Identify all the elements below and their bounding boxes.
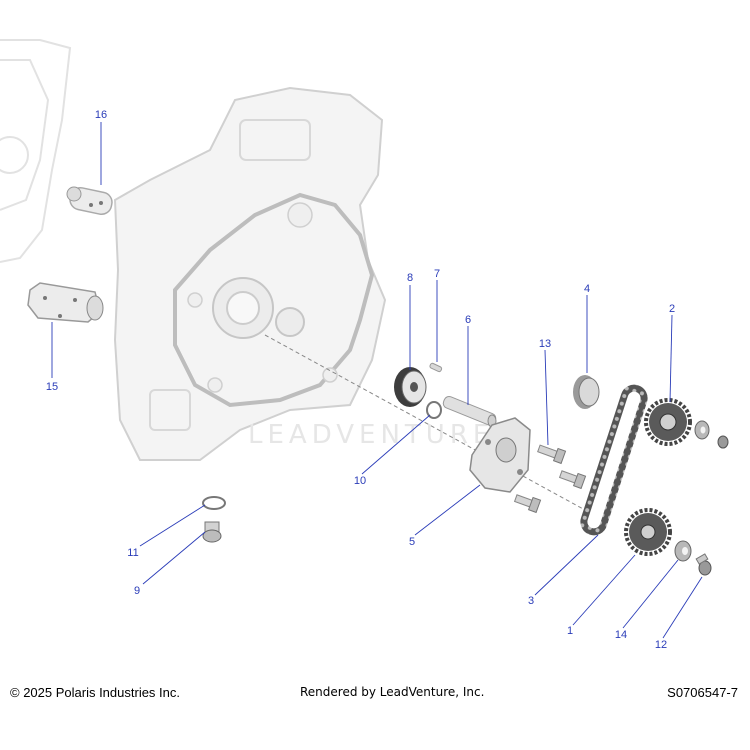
left-crankcase-outline [0, 39, 72, 263]
watermark: LEADVENTURE [248, 420, 494, 450]
callout-2: 2 [669, 303, 675, 315]
upper-washer-and-bolt [694, 420, 729, 449]
callout-13: 13 [539, 338, 551, 350]
callout-6: 6 [465, 314, 471, 326]
callout-7: 7 [434, 268, 440, 280]
crankcase [113, 86, 387, 461]
part-14-washer [674, 540, 692, 562]
part-11-washer [202, 496, 226, 510]
part-15-housing [27, 282, 104, 323]
part-5-pump-body [469, 417, 531, 493]
part-9-drain-plug [202, 521, 222, 543]
callout-11: 11 [127, 547, 138, 559]
callout-3: 3 [528, 595, 534, 607]
callout-labels: 16 15 8 7 6 13 4 2 10 5 11 9 3 1 14 12 [46, 109, 675, 651]
rendered-by-notice: Rendered by LeadVenture, Inc. [300, 685, 485, 699]
callout-5: 5 [409, 536, 415, 548]
leader-lines [51, 122, 703, 639]
part-7-pin [429, 362, 443, 373]
callout-15: 15 [46, 381, 58, 393]
part-8-rotor [394, 367, 427, 407]
part-4-spacer [573, 375, 600, 409]
callout-14: 14 [615, 629, 627, 641]
part-12-bolt [695, 553, 712, 576]
part-2-upper-sprocket [644, 398, 692, 446]
part-10-o-ring [426, 401, 442, 419]
diagram-id: S0706547-7 [667, 685, 738, 700]
part-16-cylinder [66, 186, 113, 216]
callout-12: 12 [655, 639, 667, 651]
part-3-chain [580, 384, 648, 536]
part-1-lower-sprocket [624, 508, 672, 556]
callout-8: 8 [407, 272, 413, 284]
callout-1: 1 [567, 625, 573, 637]
callout-10: 10 [354, 475, 366, 487]
callout-9: 9 [134, 585, 140, 597]
callout-16: 16 [95, 109, 107, 121]
copyright-notice: © 2025 Polaris Industries Inc. [10, 685, 180, 700]
part-6-shaft [442, 395, 497, 428]
assembly-axis-line [264, 334, 586, 511]
callout-4: 4 [584, 283, 590, 295]
part-13-bolts [513, 444, 587, 514]
